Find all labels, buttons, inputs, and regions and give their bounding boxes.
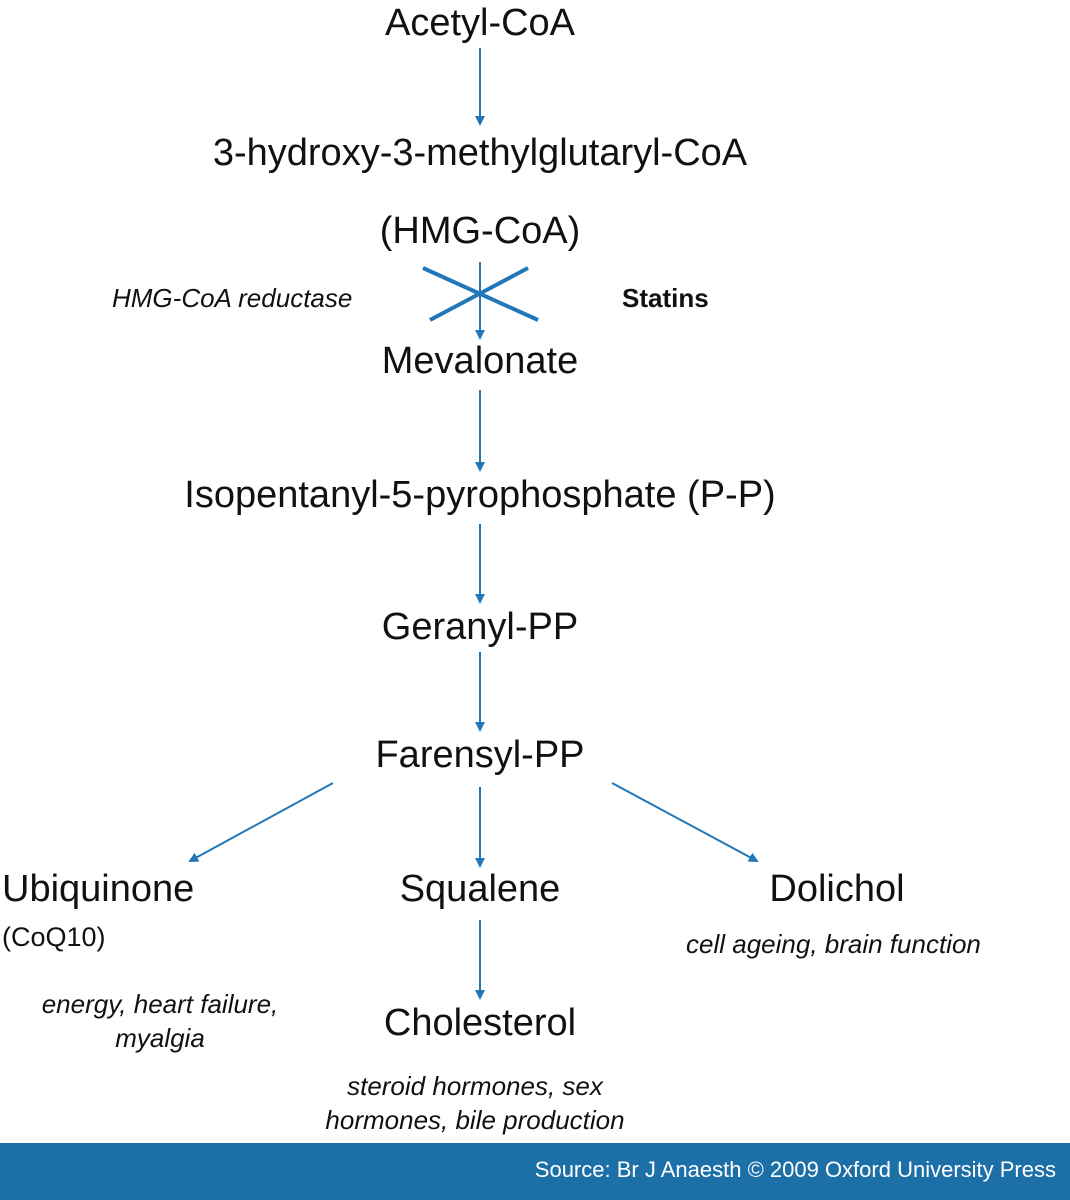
enzyme-label: HMG-CoA reductase [112, 283, 353, 313]
node-mevalonate: Mevalonate [381, 340, 579, 382]
node-farensyl-pp: Farensyl-PP [375, 734, 585, 776]
source-credit: Source: Br J Anaesth © 2009 Oxford Unive… [534, 1157, 1056, 1182]
node-coq10: (CoQ10) [2, 922, 106, 952]
node-cholesterol: Cholesterol [383, 1002, 577, 1044]
arrow-farensyl-to-dolichol [611, 782, 759, 862]
source-footer: Source: Br J Anaesth © 2009 Oxford Unive… [0, 1143, 1070, 1200]
arrow-farensyl-to-ubiquinone [188, 782, 334, 862]
cholesterol-note-line1: steroid hormones, sex [347, 1071, 603, 1101]
dolichol-note: cell ageing, brain function [686, 929, 981, 959]
node-acetyl-coa: Acetyl-CoA [384, 2, 576, 44]
ubiquinone-note: energy, heart failure, myalgia [42, 988, 279, 1056]
node-squalene: Squalene [399, 868, 561, 910]
node-isopentanyl: Isopentanyl-5-pyrophosphate (P-P) [184, 474, 776, 516]
node-dolichol: Dolichol [769, 868, 905, 910]
node-hmg-coa: 3-hydroxy-3-methylglutaryl-CoA [212, 132, 748, 174]
node-ubiquinone: Ubiquinone [2, 868, 195, 910]
inhibitor-label: Statins [622, 283, 709, 313]
statins-block-cross-icon [422, 266, 539, 322]
ubiquinone-note-line2: myalgia [115, 1022, 205, 1053]
cholesterol-note-line2: hormones, bile production [325, 1104, 625, 1135]
cholesterol-note: steroid hormones, sex hormones, bile pro… [325, 1070, 624, 1138]
node-geranyl-pp: Geranyl-PP [381, 606, 579, 648]
node-hmg-coa-abbr: (HMG-CoA) [379, 210, 581, 252]
ubiquinone-note-line1: energy, heart failure, [41, 989, 279, 1019]
